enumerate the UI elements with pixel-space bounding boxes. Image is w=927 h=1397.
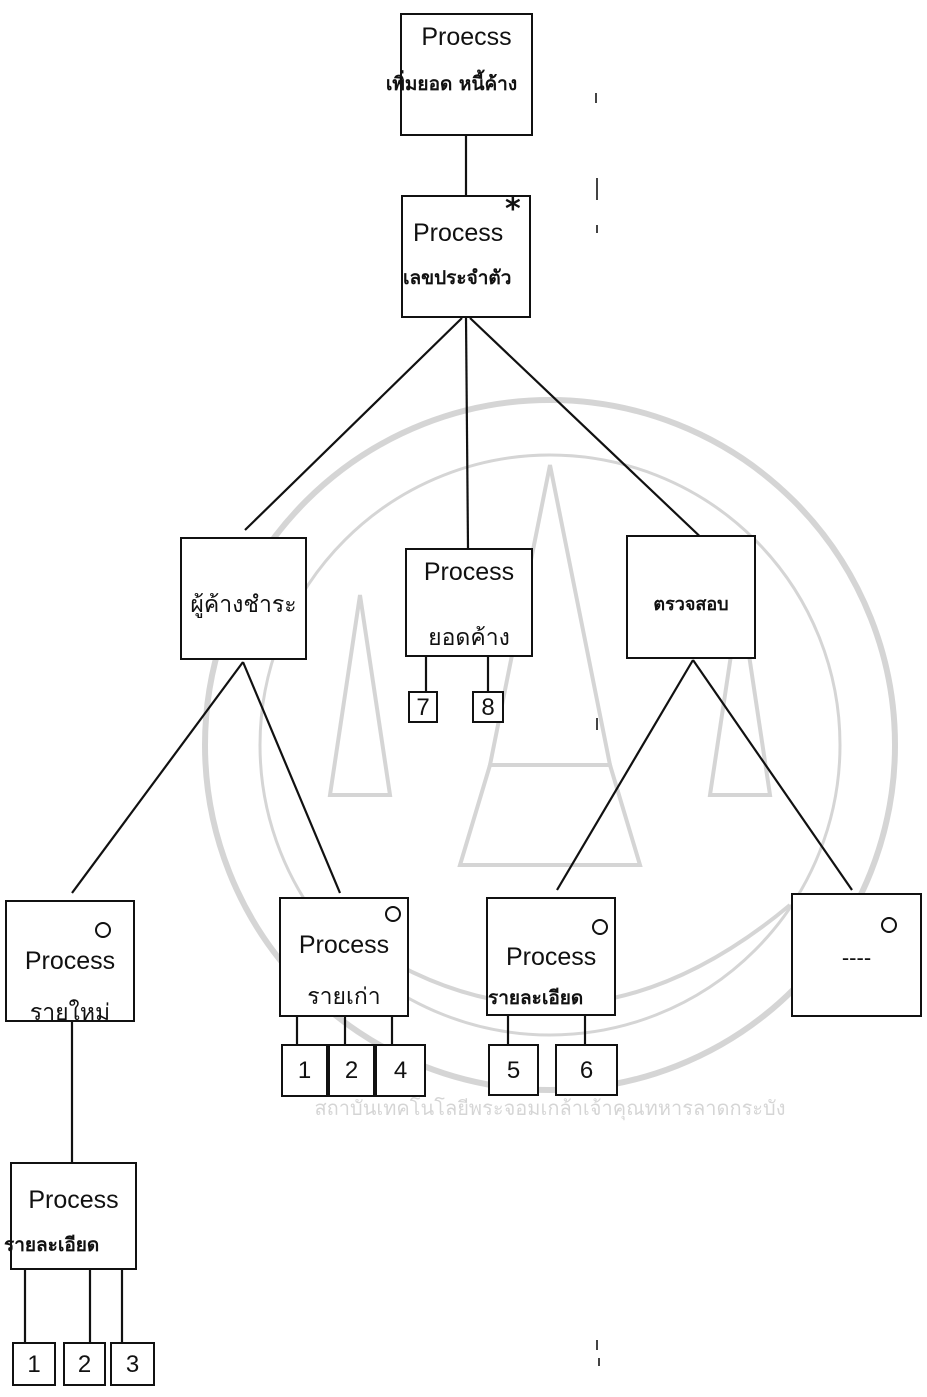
scan-mark (595, 93, 597, 103)
scan-mark (598, 1358, 600, 1366)
process-label: Proecss (421, 23, 512, 51)
process-title: เพิ่มยอด หนี้ค้าง (385, 73, 518, 95)
child-box-1: 1 (12, 1342, 56, 1386)
process-old-box: Process รายเก่า (279, 897, 409, 1017)
process-title: ยอดค้าง (428, 625, 510, 651)
circle-marker-icon (592, 919, 608, 935)
child-box-2: 2 (63, 1342, 106, 1386)
node-label: ตรวจสอบ (653, 594, 729, 615)
placeholder-label: ---- (841, 945, 872, 970)
process-title: รายใหม่ (29, 1000, 111, 1026)
process-balance-box: Process ยอดค้าง (405, 548, 533, 657)
node-label: ผู้ค้างชำระ (190, 592, 297, 618)
process-title: รายละเอียด (4, 1234, 100, 1256)
circle-marker-icon (95, 922, 111, 938)
inspect-box: ตรวจสอบ (626, 535, 756, 659)
child-box-6: 6 (555, 1044, 618, 1096)
scan-mark (596, 718, 598, 730)
circle-marker-icon (385, 906, 401, 922)
circle-marker-icon (881, 917, 897, 933)
university-seal-watermark: สถาบันเทคโนโลยีพระจอมเกล้าเจ้าคุณทหารลาด… (202, 397, 898, 1121)
process-label: Process (413, 219, 504, 247)
process-add-debt-box: Proecss เพิ่มยอด หนี้ค้าง (386, 13, 533, 136)
process-id-box: Process เลขประจำตัว (401, 195, 531, 318)
scan-mark (596, 1340, 598, 1350)
process-new-box: Process รายใหม่ (5, 900, 135, 1026)
child-box-4: 4 (375, 1044, 426, 1097)
asterisk-marker: * (505, 192, 521, 227)
process-title: รายละเอียด (488, 987, 584, 1009)
child-box-8: 8 (472, 691, 504, 723)
debtor-box: ผู้ค้างชำระ (180, 537, 307, 660)
child-box-1: 1 (281, 1044, 328, 1097)
process-label: Process (28, 1186, 119, 1214)
process-label: Process (24, 947, 116, 975)
placeholder-box: ---- (791, 893, 922, 1017)
process-label: Process (298, 931, 390, 959)
scan-mark (596, 225, 598, 233)
process-title: เลขประจำตัว (403, 267, 512, 289)
process-label: Process (506, 943, 597, 971)
process-label: Process (423, 558, 515, 586)
child-box-7: 7 (408, 691, 438, 723)
process-title: รายเก่า (307, 984, 381, 1010)
watermark-text: สถาบันเทคโนโลยีพระจอมเกล้าเจ้าคุณทหารลาด… (314, 1096, 785, 1121)
process-detail-box: Process รายละเอียด (486, 897, 616, 1016)
child-box-3: 3 (110, 1342, 155, 1386)
child-box-2: 2 (328, 1044, 375, 1097)
process-new-detail-box: Process รายละเอียด (4, 1162, 137, 1270)
scan-mark (596, 178, 598, 200)
child-box-5: 5 (488, 1044, 539, 1096)
